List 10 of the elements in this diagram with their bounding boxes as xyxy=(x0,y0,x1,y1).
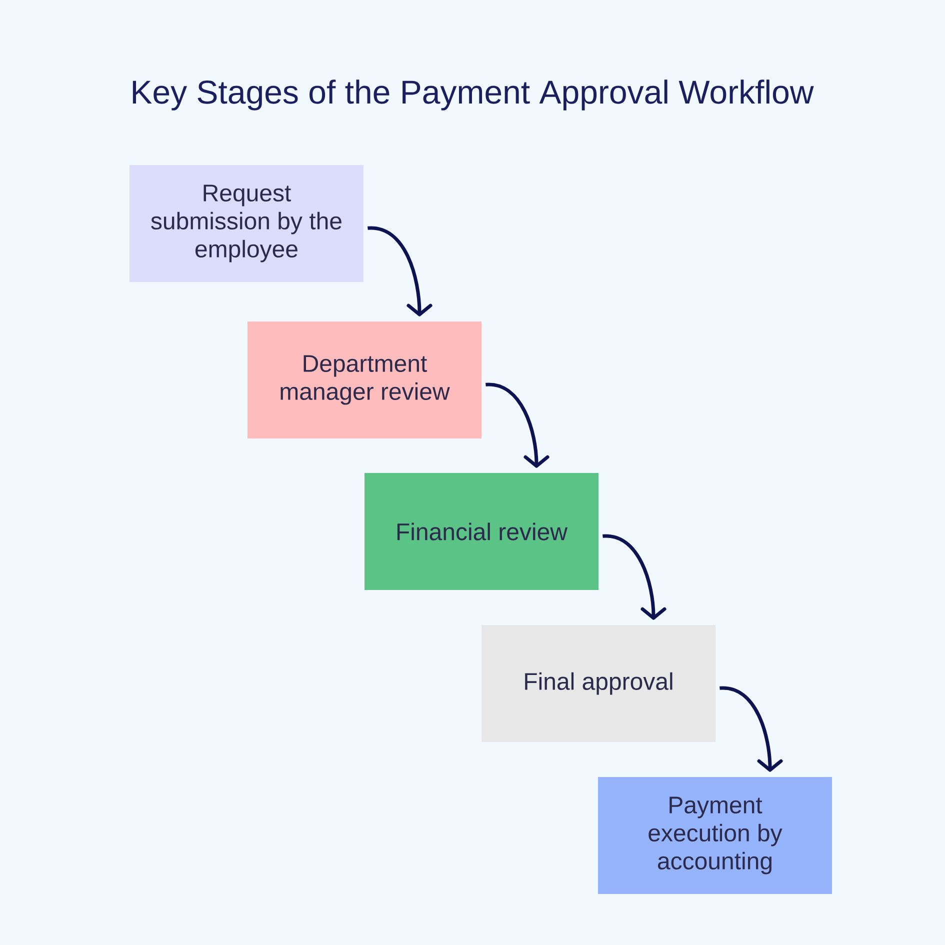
process-box: Payment execution by accounting xyxy=(598,777,832,894)
arrow xyxy=(486,382,550,468)
process-box: Department manager review xyxy=(248,322,482,438)
arrow xyxy=(368,226,432,316)
title: Key Stages of the Payment Approval Workflow xyxy=(132,80,814,110)
process-box: Final approval xyxy=(482,625,716,742)
arrow xyxy=(720,686,783,772)
arrow xyxy=(602,534,666,620)
process-box: Financial review xyxy=(364,473,598,590)
process-box: Request submission by the employee xyxy=(130,165,364,282)
